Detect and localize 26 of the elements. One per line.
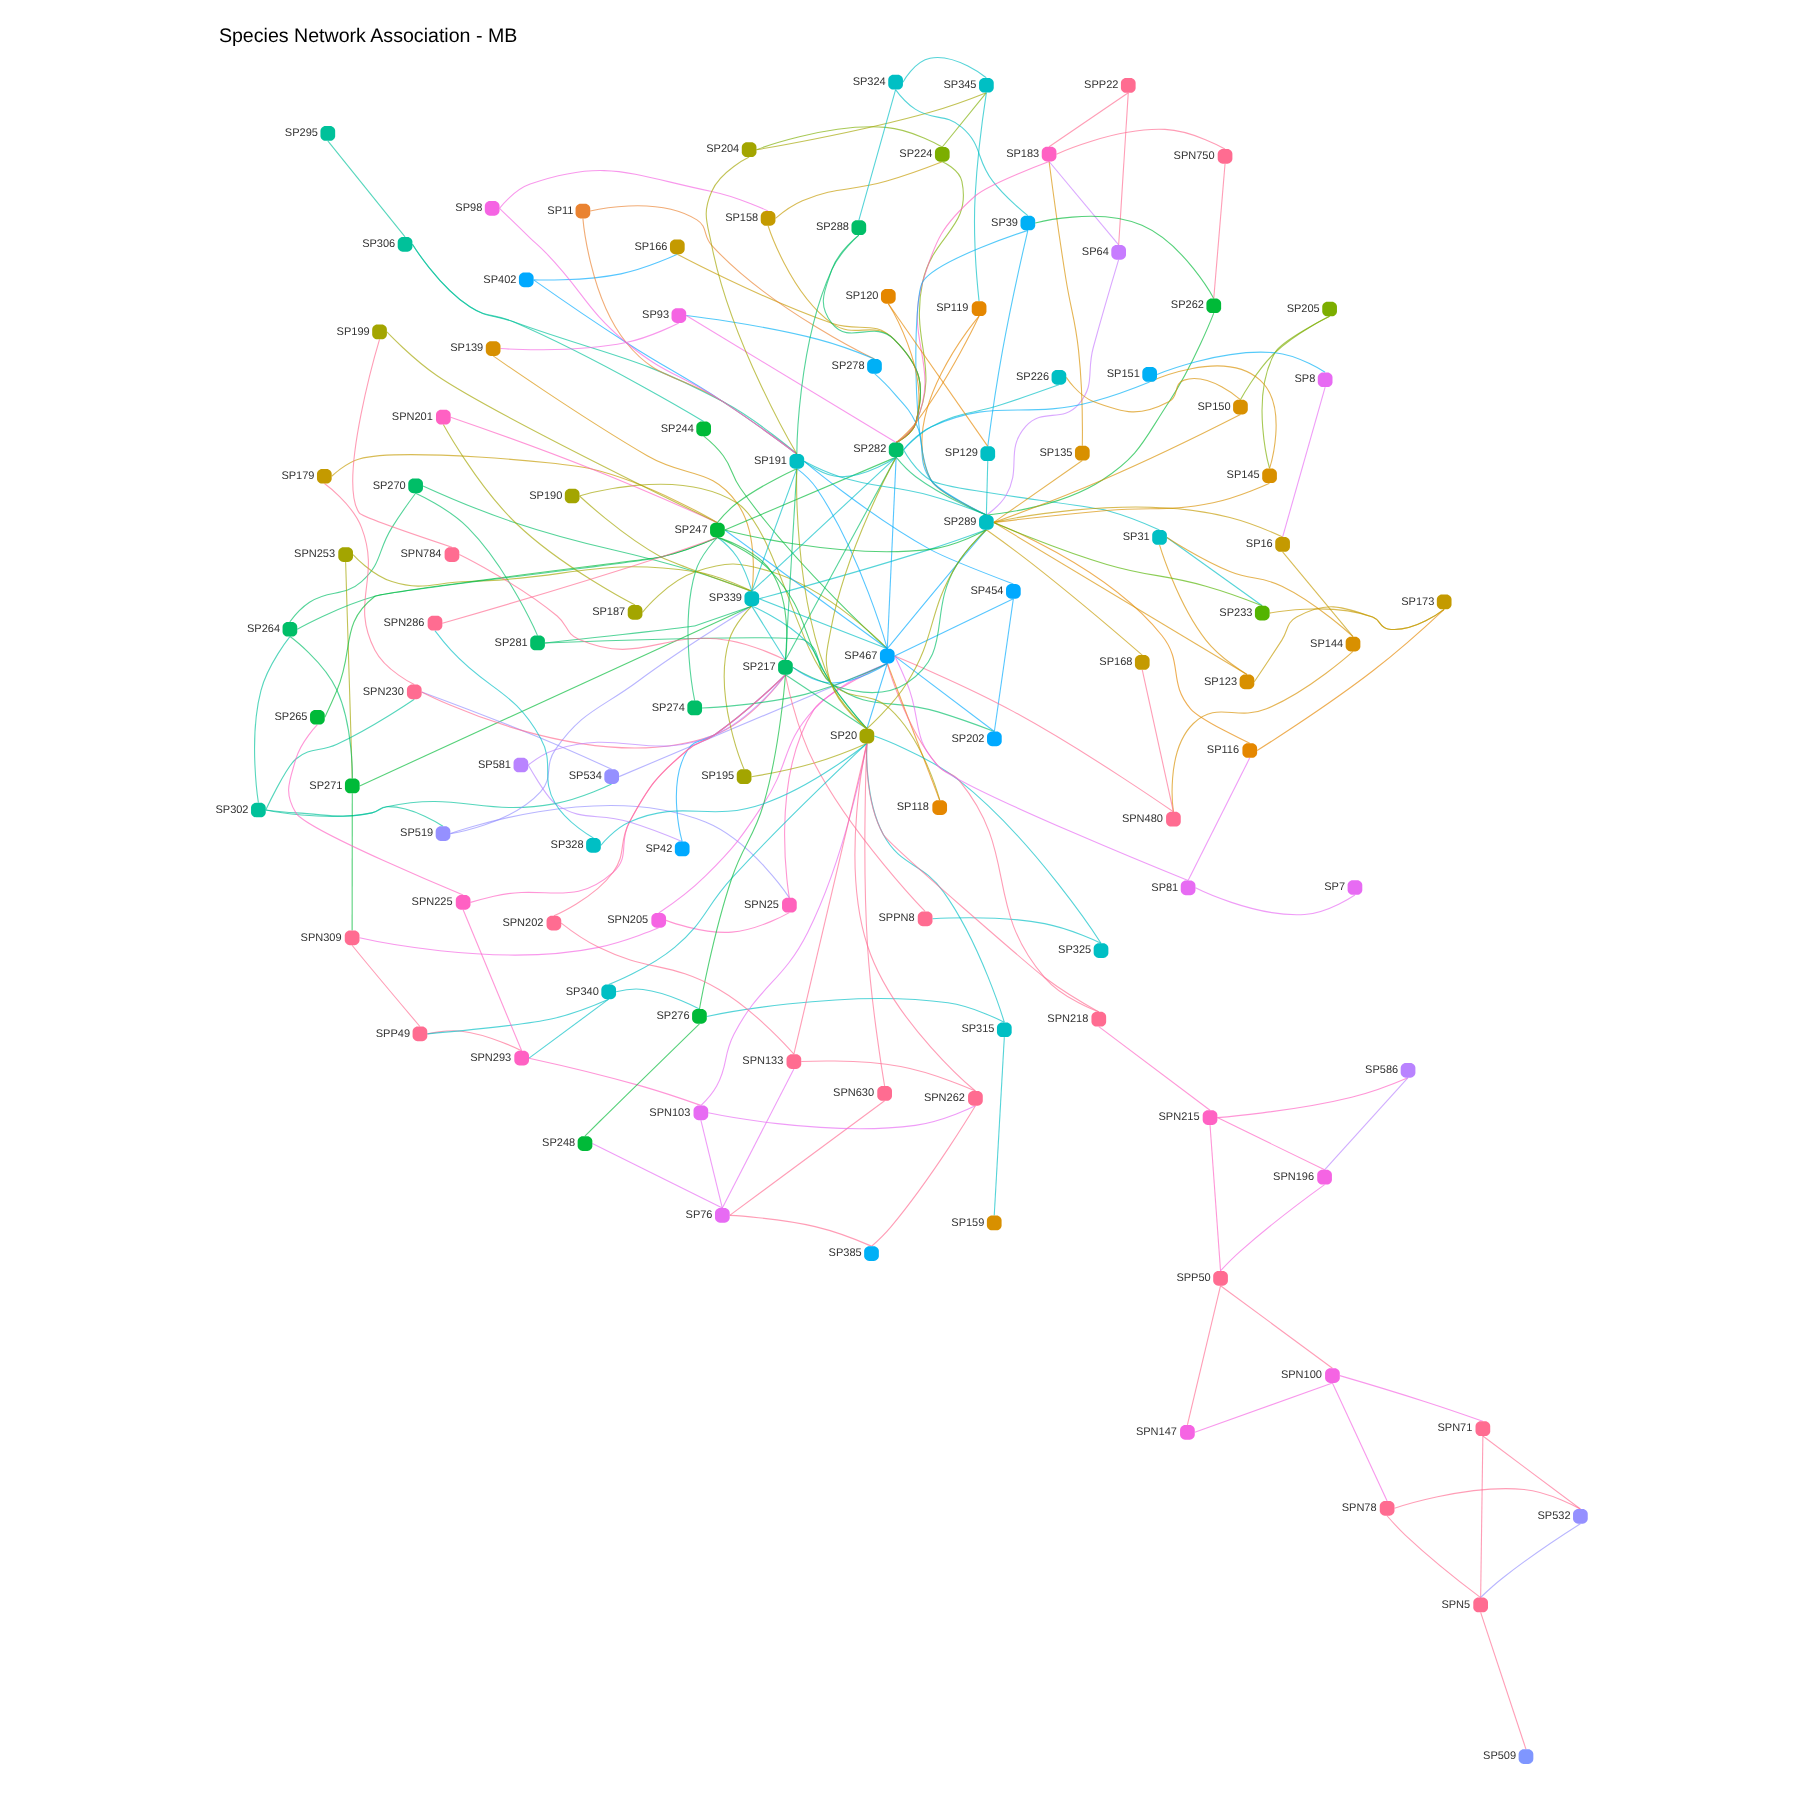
- connector: [526, 764, 682, 843]
- connector: [410, 243, 797, 455]
- connector: [704, 156, 797, 455]
- connector: [322, 483, 414, 686]
- connector: [351, 338, 452, 548]
- connector: [414, 492, 538, 637]
- connector: [287, 724, 463, 896]
- connector: [1170, 650, 1353, 813]
- connector: [288, 492, 416, 623]
- connector: [1238, 315, 1330, 401]
- connector: [441, 424, 635, 606]
- connector: [559, 922, 794, 1055]
- connector: [448, 805, 789, 899]
- connector: [449, 416, 717, 524]
- connector: [1047, 160, 1082, 447]
- connector: [468, 674, 785, 903]
- diagram-title: Species Network Association - MB: [217, 25, 517, 48]
- connector: [984, 529, 1142, 656]
- connector: [1033, 215, 1214, 299]
- connector: [526, 674, 785, 766]
- connector: [264, 698, 414, 811]
- connector: [583, 1023, 699, 1137]
- connector: [330, 454, 717, 524]
- connector: [288, 636, 352, 780]
- connector: [385, 331, 717, 524]
- connector: [433, 630, 593, 839]
